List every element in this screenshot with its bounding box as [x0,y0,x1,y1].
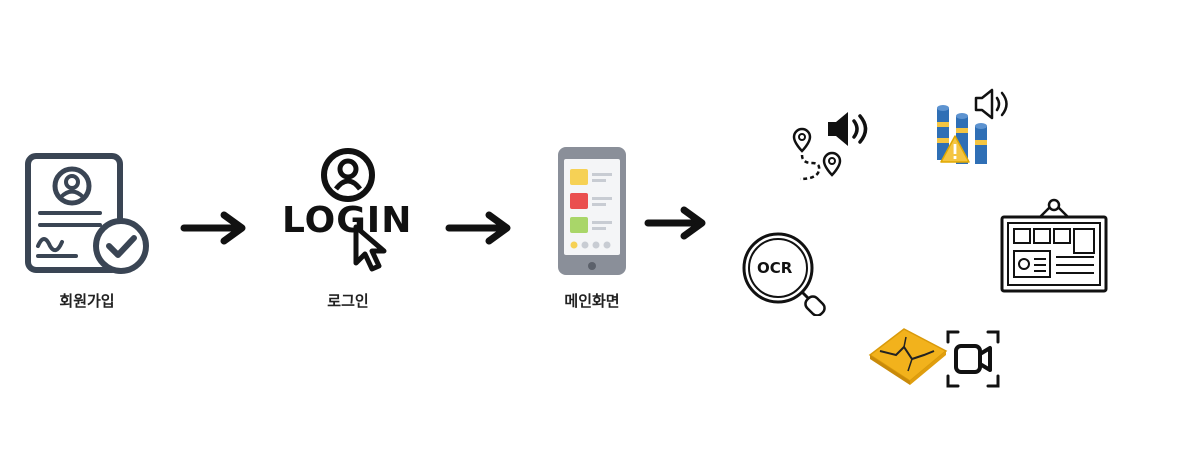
ocr-text: OCR [757,259,793,277]
signup-document-icon [25,153,149,274]
login-label: 로그인 [327,292,369,310]
mobile-screen-icon [558,147,626,275]
signup-label: 회원가입 [59,292,115,310]
user-circle-icon [321,148,375,202]
arrow-right-icon [445,211,511,245]
location-route-icon [792,127,842,181]
main-screen-label: 메인화면 [564,292,620,310]
database-warning-icon [937,105,987,164]
main-screen-step [556,145,628,277]
cursor-icon [353,224,387,272]
ocr-magnifier-icon: OCR [740,230,832,316]
arrow-right-icon [644,206,706,240]
signup-step [20,150,155,275]
speaker-icon [828,112,868,146]
login-text: LOGIN [282,200,413,241]
video-camera-icon [946,330,1000,388]
login-step: LOGIN [278,145,418,275]
cracked-pavement-icon [868,328,948,385]
bulletin-board-icon [1000,198,1108,293]
arrow-right-icon [180,211,246,245]
small-speaker-icon [974,88,1008,120]
magnifier-icon [742,232,826,316]
